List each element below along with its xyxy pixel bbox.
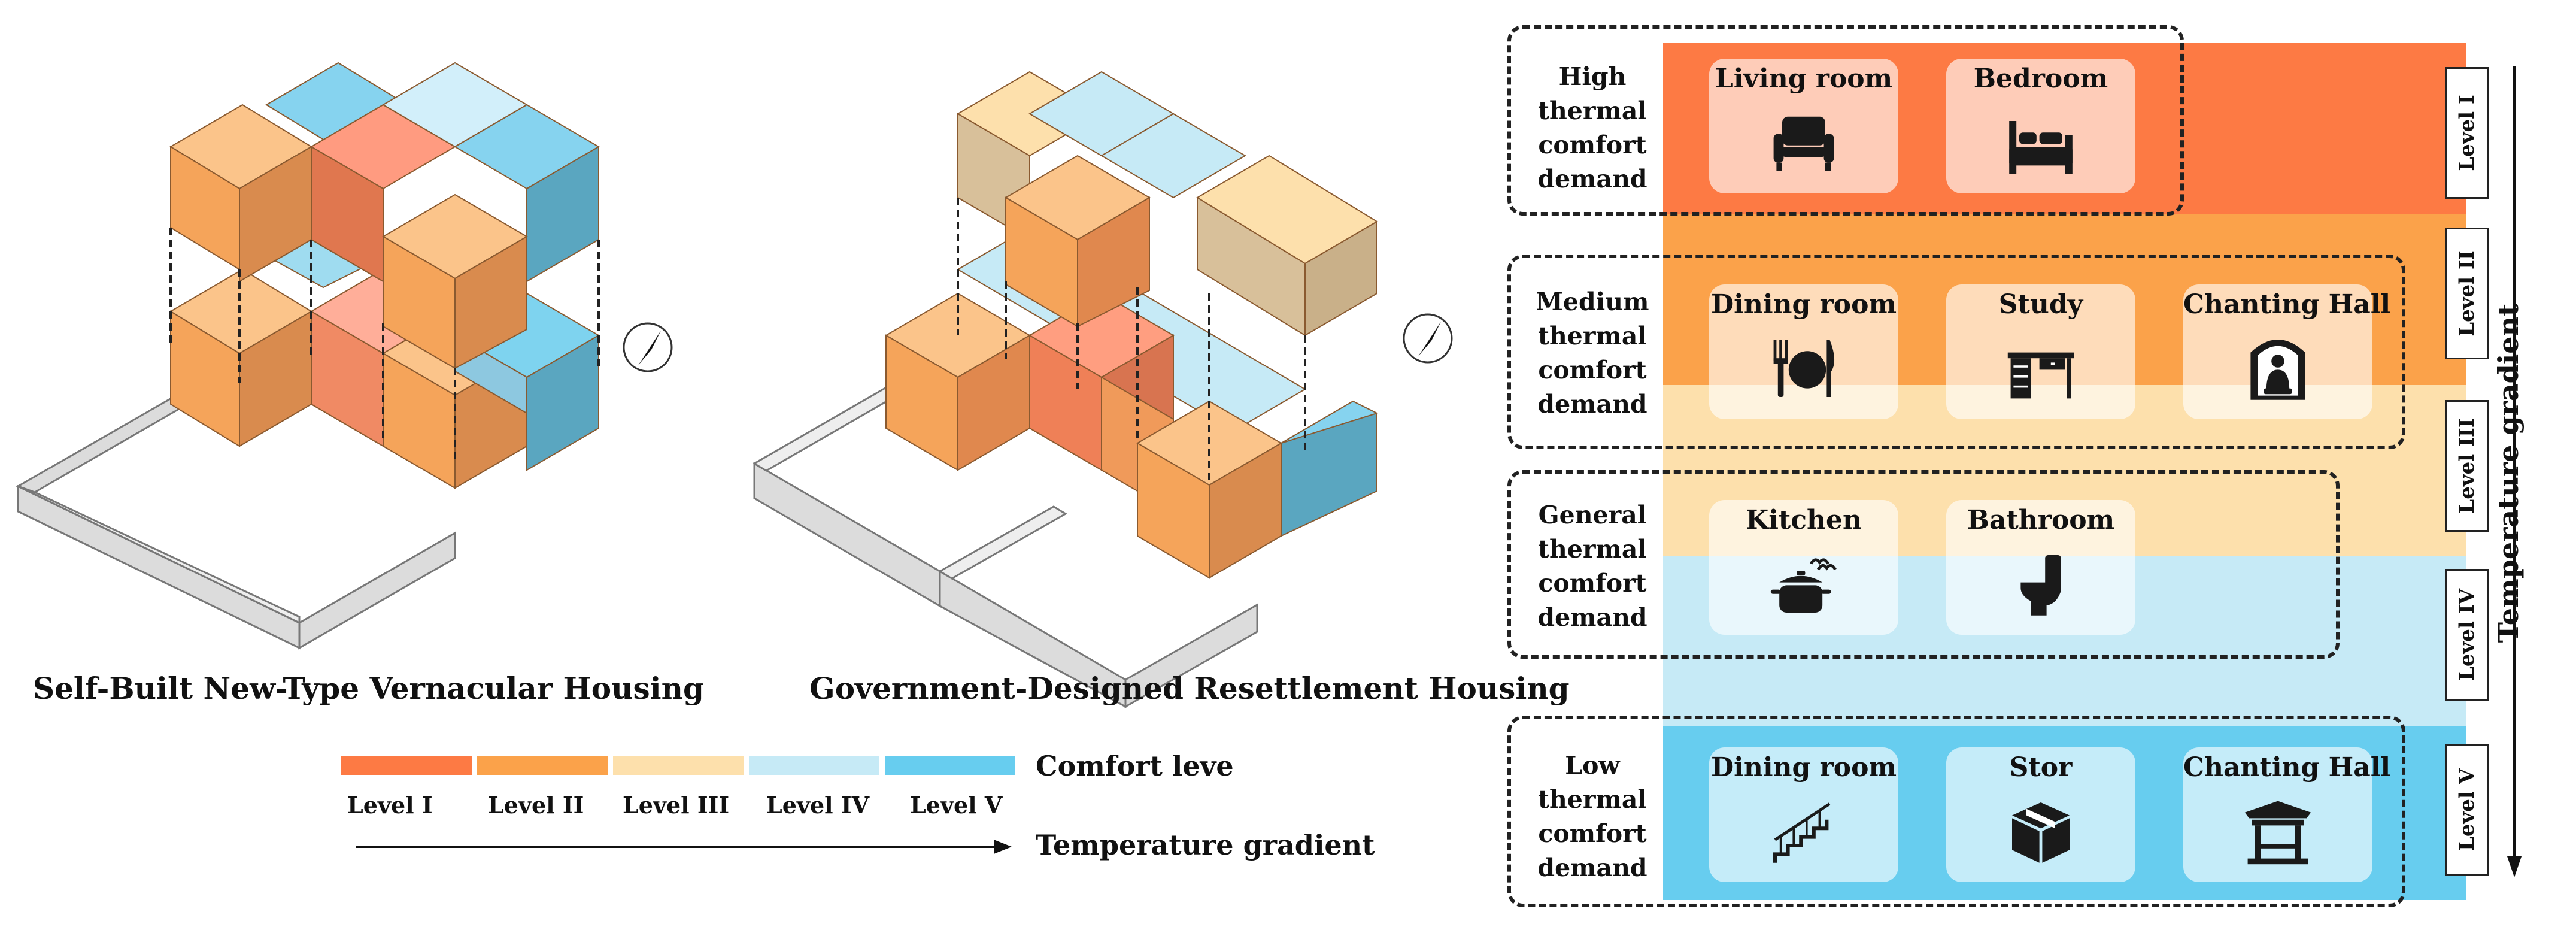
resettlement-ground-frame — [753, 376, 1258, 708]
level-tag-4: Level IV — [2445, 569, 2489, 701]
title-vernacular-housing: Self-Built New-Type Vernacular Housing — [33, 671, 704, 706]
compass-icon-left — [623, 322, 673, 372]
legend-color-bars — [341, 756, 1015, 775]
legend-comfort-label: Comfort leve — [1036, 750, 1234, 782]
dining-plate-icon — [1773, 340, 1835, 397]
legend-level-2: Level II — [488, 792, 584, 819]
room-card-living-room: Living room — [1709, 59, 1898, 193]
room-card-chanting-hall: Chanting Hall — [2183, 284, 2390, 419]
housing-diagrams — [16, 62, 1453, 854]
desk-icon — [2007, 352, 2074, 399]
axis-temperature-gradient: Temperature gradient — [2492, 303, 2525, 643]
vernacular-housing-model — [16, 62, 600, 650]
toilet-icon — [2020, 555, 2061, 616]
room-card-kitchen: Kitchen — [1709, 500, 1898, 635]
vernacular-ground-frame — [16, 394, 456, 650]
resettlement-dashed-links — [957, 198, 1306, 485]
vernacular-upper-floor — [169, 62, 600, 369]
room-card-dining-room: Dining room — [1709, 284, 1898, 419]
group-frame-medium — [1507, 255, 2405, 449]
legend-gradient-arrow — [356, 840, 1012, 854]
sofa-icon — [1773, 116, 1834, 171]
title-resettlement-housing: Government-Designed Resettlement Housing — [809, 671, 1570, 706]
vernacular-dashed-links — [169, 228, 600, 461]
pavilion-icon — [2244, 801, 2311, 865]
level-tag-5: Level V — [2445, 744, 2489, 876]
legend-gradient-label: Temperature gradient — [1036, 829, 1375, 861]
legend-level-3: Level III — [623, 792, 730, 819]
level-tag-1: Level I — [2445, 67, 2489, 199]
compass-icon-right — [1403, 313, 1453, 364]
stairs-icon — [1773, 802, 1831, 863]
temperature-gradient-arrow — [2507, 66, 2522, 877]
bed-icon — [2009, 121, 2073, 174]
room-card-bathroom: Bathroom — [1946, 500, 2135, 635]
room-card-study: Study — [1946, 284, 2135, 419]
room-card-bedroom: Bedroom — [1946, 59, 2135, 193]
legend-level-5: Level V — [910, 792, 1003, 819]
buddha-shrine-icon — [2250, 340, 2305, 400]
legend-level-4: Level IV — [766, 792, 870, 819]
box-icon — [2012, 802, 2070, 863]
level-tag-2: Level II — [2445, 228, 2489, 359]
resettlement-upper-floor — [957, 71, 1378, 337]
group-frame-general — [1507, 470, 2340, 659]
room-card-storage: Stor — [1946, 747, 2135, 882]
room-card-chanting-hall-low: Chanting Hall — [2183, 747, 2390, 882]
resettlement-housing-model — [753, 71, 1379, 708]
group-frame-high — [1507, 25, 2184, 216]
legend-level-1: Level I — [347, 792, 433, 819]
cooking-pot-icon — [1770, 558, 1837, 613]
room-card-dining-room-low: Dining room — [1709, 747, 1898, 882]
level-tag-3: Level III — [2445, 400, 2489, 532]
group-frame-low — [1507, 716, 2405, 907]
